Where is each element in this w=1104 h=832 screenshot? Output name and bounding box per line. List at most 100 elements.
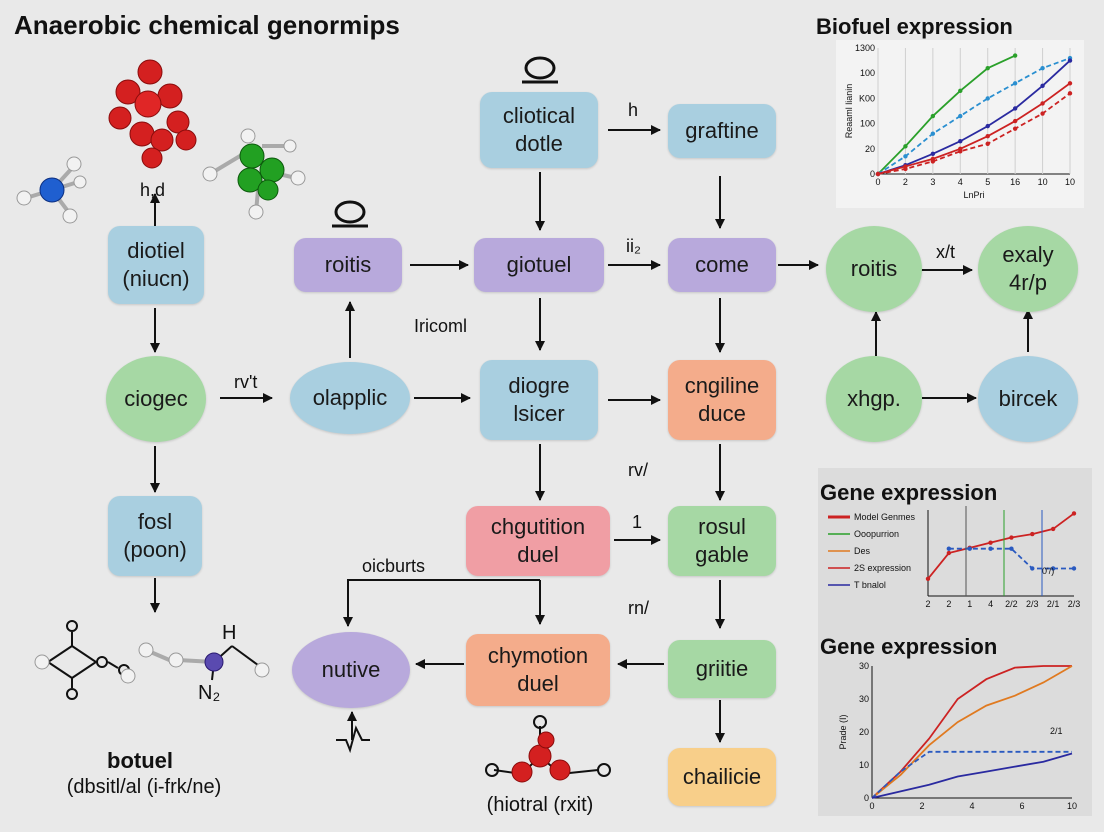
squiggle-mark (336, 725, 370, 754)
edge-label-rvt: rv't (234, 372, 258, 392)
node-nutive[interactable]: nutive (292, 632, 410, 708)
y-tick-label: 20 (865, 144, 875, 154)
data-point (1040, 83, 1045, 88)
y-tick-label: 30 (859, 694, 869, 704)
series-line-4 (877, 92, 1071, 175)
node-chymotion[interactable]: chymotion duel (466, 634, 610, 706)
chart-title-gene-1: Gene expression (820, 480, 998, 505)
x-tick-label: 3 (930, 177, 935, 187)
x-tick-label: 4 (988, 599, 993, 609)
node-exaly[interactable]: exaly 4r/p (978, 226, 1078, 312)
loop-icon-top (522, 56, 558, 84)
x-tick-label: 2 (903, 177, 908, 187)
caption-botuel-subtitle: (dbsitl/al (i-frk/ne) (66, 776, 222, 798)
legend-label: 2S expression (854, 563, 911, 573)
atom-white-1 (34, 654, 50, 670)
data-point (946, 550, 952, 556)
legend-label: Model Genmes (854, 512, 916, 522)
node-xhgp[interactable]: xhgp. (826, 356, 922, 442)
node-cliotical[interactable]: cliotical dotle (480, 92, 598, 168)
green-molecule (202, 128, 306, 220)
data-point (988, 540, 993, 545)
node-olapplic[interactable]: olapplic (290, 362, 410, 434)
arrow-oicburts-bracket-left (343, 579, 540, 627)
data-point (930, 113, 936, 119)
node-griitie[interactable]: griitie (668, 640, 776, 698)
data-point (985, 141, 990, 146)
edge-label-iricoml: Iricoml (414, 316, 467, 336)
node-diogre[interactable]: diogre lsicer (480, 360, 598, 440)
y-tick-label: 100 (860, 68, 875, 78)
chart-panel-gene-1 (818, 468, 1092, 816)
y-axis-label: Reaaml lianin (844, 84, 854, 139)
x-tick-label: 2/1 (1047, 599, 1060, 609)
node-giotuel[interactable]: giotuel (474, 238, 604, 292)
structure-right-molecule (138, 642, 270, 681)
page-title: Anaerobic chemical genormips (14, 10, 400, 40)
series-line-2 (871, 750, 1072, 799)
node-roitis-left[interactable]: roitis (294, 238, 402, 292)
edge-label-rn: rn/ (628, 598, 650, 618)
caption-hiotral: (hiotral (rxit) (486, 794, 594, 816)
data-point (1040, 65, 1045, 71)
edge-label-oicburts: oicburts (362, 556, 426, 576)
caption-botuel-title: botuel (107, 748, 173, 773)
data-point (1067, 91, 1073, 96)
node-roitis-right[interactable]: roitis (826, 226, 922, 312)
x-tick-label: 0 (869, 801, 874, 811)
edge-label-h: h (628, 100, 639, 120)
data-point (1030, 531, 1035, 537)
x-tick-label: 1 (967, 599, 972, 609)
chart-title-biofuel: Biofuel expression (816, 14, 1013, 39)
chart-annotation: 2/1 (1050, 726, 1063, 736)
series-line-0 (877, 54, 1016, 175)
x-tick-label: 2/2 (1005, 599, 1018, 609)
y-axis-label: Prade (I) (838, 714, 848, 749)
node-chailicie[interactable]: chailicie (668, 748, 776, 806)
data-point (1012, 53, 1018, 58)
node-chgutition[interactable]: chgutition duel (466, 506, 610, 576)
x-tick-label: 5 (985, 177, 990, 187)
x-tick-label: 2/3 (1068, 599, 1081, 609)
data-point (875, 171, 881, 177)
data-point (903, 154, 908, 159)
node-ciogec[interactable]: ciogec (106, 356, 206, 442)
data-point (958, 88, 963, 94)
node-bircek[interactable]: bircek (978, 356, 1078, 442)
node-diotiel[interactable]: diotiel (niucn) (108, 226, 204, 304)
edge-label-ii2: ii₂ (626, 236, 641, 256)
series-line-0 (927, 512, 1075, 580)
node-fosl[interactable]: fosl (poon) (108, 496, 202, 576)
data-point (985, 123, 990, 129)
x-tick-label: 2/3 (1026, 599, 1039, 609)
node-graftine[interactable]: graftine (668, 104, 776, 158)
data-point (1012, 126, 1018, 131)
data-point (1012, 81, 1018, 86)
atom-white-2 (120, 668, 136, 684)
node-come[interactable]: come (668, 238, 776, 292)
blue-molecule (16, 156, 87, 224)
x-tick-label: 4 (969, 801, 974, 811)
data-point (958, 139, 963, 144)
data-point (930, 151, 936, 157)
series-line-1 (871, 665, 1073, 799)
x-tick-label: 10 (1067, 801, 1077, 811)
data-point (958, 149, 963, 154)
edge-label-rvl: rv/ (628, 460, 648, 480)
y-tick-label: 20 (859, 727, 869, 737)
y-tick-label: 0 (864, 793, 869, 803)
x-tick-label: 2 (925, 599, 930, 609)
edge-label-one: 1 (632, 512, 643, 532)
x-tick-label: 2 (919, 801, 924, 811)
data-point (1050, 526, 1056, 532)
data-point (925, 576, 931, 581)
node-rosul[interactable]: rosul gable (668, 506, 776, 576)
y-tick-label: 10 (859, 760, 869, 770)
data-point (1067, 58, 1073, 63)
data-point (930, 131, 936, 136)
node-cngiline[interactable]: cngiline duce (668, 360, 776, 440)
